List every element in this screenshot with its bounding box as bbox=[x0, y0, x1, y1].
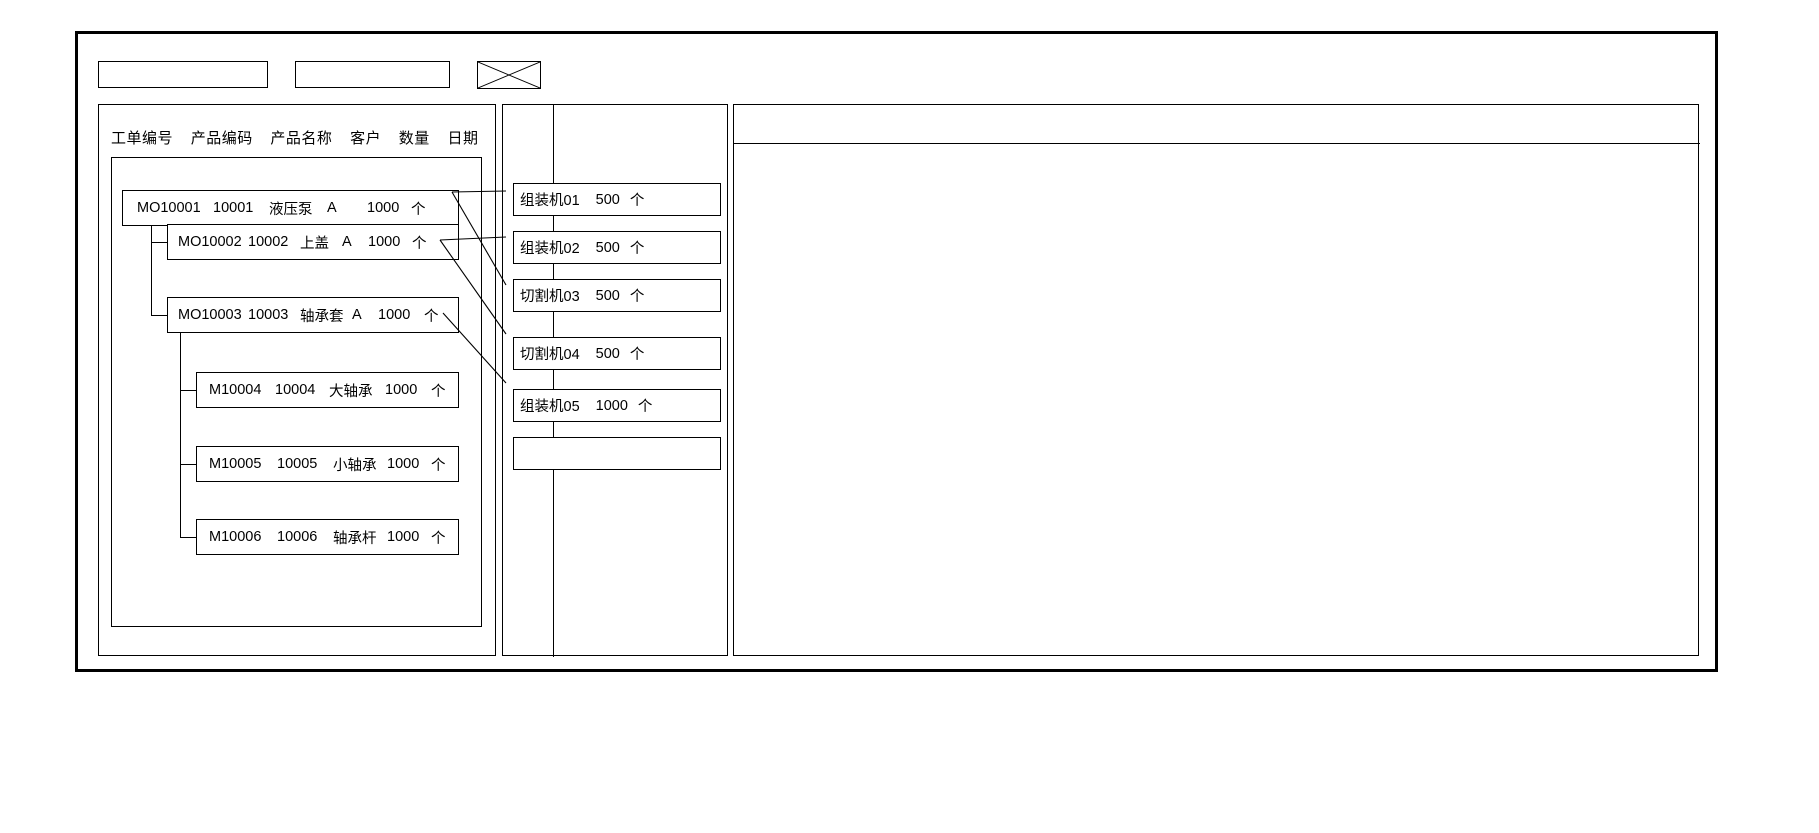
tree-branch-trunk-2 bbox=[180, 333, 181, 538]
machine-unit: 个 bbox=[629, 347, 645, 363]
wo-product-name: 大轴承 bbox=[329, 383, 373, 400]
column-header-order-no: 工单编号 bbox=[111, 130, 174, 147]
wo-qty: 1000 bbox=[378, 307, 411, 323]
wo-order-no: MO10001 bbox=[137, 200, 201, 216]
window-frame: 工单编号 产品编码 产品名称 客户 数量 日期 MO10001 1 bbox=[75, 31, 1718, 672]
wo-unit: 个 bbox=[431, 530, 446, 547]
machine-name: 组装机01 bbox=[520, 193, 580, 209]
machine-name: 组装机05 bbox=[520, 399, 580, 415]
wo-qty: 1000 bbox=[368, 234, 401, 250]
machine-row[interactable]: 切割机03 500 个 bbox=[513, 279, 721, 312]
column-header-date: 日期 bbox=[447, 130, 479, 147]
tree-branch-trunk-1 bbox=[151, 204, 152, 316]
wo-product-name: 上盖 bbox=[300, 235, 329, 252]
wo-order-no: M10006 bbox=[209, 529, 262, 545]
column-header-qty: 数量 bbox=[398, 130, 430, 147]
machine-qty: 500 bbox=[595, 239, 620, 256]
machine-row[interactable]: 组装机02 500 个 bbox=[513, 231, 721, 264]
wo-product-code: 10001 bbox=[213, 200, 254, 216]
work-order-row[interactable]: MO10002 10002 上盖 A 1000 个 bbox=[167, 224, 459, 260]
work-order-row[interactable]: MO10001 10001 液压泵 A 1000 个 bbox=[122, 190, 459, 226]
wo-product-name: 小轴承 bbox=[333, 457, 377, 474]
work-order-column-headers: 工单编号 产品编码 产品名称 客户 数量 日期 bbox=[111, 127, 478, 148]
machine-unit: 个 bbox=[629, 193, 645, 209]
wo-product-code: 10004 bbox=[275, 382, 316, 398]
wo-product-name: 轴承套 bbox=[300, 308, 344, 325]
wo-product-code: 10005 bbox=[277, 456, 318, 472]
wo-unit: 个 bbox=[412, 235, 427, 252]
machine-row-empty[interactable] bbox=[513, 437, 721, 470]
wo-qty: 1000 bbox=[367, 200, 400, 216]
wo-customer: A bbox=[327, 200, 337, 216]
machine-name: 切割机03 bbox=[520, 289, 580, 305]
wo-order-no: M10005 bbox=[209, 456, 262, 472]
wo-qty: 1000 bbox=[385, 382, 418, 398]
crossed-box-icon bbox=[478, 62, 540, 88]
wo-qty: 1000 bbox=[387, 529, 420, 545]
tree-branch-stub-4 bbox=[180, 464, 196, 465]
tree-branch-stub-2 bbox=[151, 315, 167, 316]
wo-product-code: 10002 bbox=[248, 234, 289, 250]
wo-order-no: MO10002 bbox=[178, 234, 242, 250]
machine-qty: 500 bbox=[595, 191, 620, 208]
machine-name: 组装机02 bbox=[520, 241, 580, 257]
machine-row[interactable]: 切割机04 500 个 bbox=[513, 337, 721, 370]
machine-unit: 个 bbox=[637, 399, 653, 415]
machine-panel-divider bbox=[553, 105, 554, 657]
machine-dispatch-panel: 组装机01 500 个 组装机02 500 个 切割机03 500 个 切割机0… bbox=[502, 104, 728, 657]
tree-branch-stub-1 bbox=[151, 242, 167, 243]
machine-qty: 500 bbox=[595, 287, 620, 304]
wo-qty: 1000 bbox=[387, 456, 420, 472]
toolbar bbox=[98, 61, 1698, 91]
wo-unit: 个 bbox=[431, 383, 446, 400]
machine-unit: 个 bbox=[629, 289, 645, 305]
wo-customer: A bbox=[342, 234, 352, 250]
wo-order-no: M10004 bbox=[209, 382, 262, 398]
machine-row[interactable]: 组装机01 500 个 bbox=[513, 183, 721, 216]
image-placeholder-icon[interactable] bbox=[477, 61, 541, 89]
detail-panel-header-rule bbox=[734, 143, 1700, 144]
detail-panel bbox=[733, 104, 1700, 656]
wo-unit: 个 bbox=[431, 457, 446, 474]
wo-customer: A bbox=[352, 307, 362, 323]
column-header-customer: 客户 bbox=[350, 130, 382, 147]
work-order-tree: MO10001 10001 液压泵 A 1000 个 MO10002 10002… bbox=[111, 157, 482, 627]
machine-qty: 500 bbox=[595, 345, 620, 362]
wo-product-name: 液压泵 bbox=[269, 201, 313, 218]
wo-unit: 个 bbox=[411, 201, 426, 218]
machine-qty: 1000 bbox=[595, 397, 628, 414]
column-header-product-name: 产品名称 bbox=[270, 130, 333, 147]
machine-unit: 个 bbox=[629, 241, 645, 257]
wo-product-code: 10006 bbox=[277, 529, 318, 545]
work-order-row[interactable]: M10006 10006 轴承杆 1000 个 bbox=[196, 519, 459, 555]
work-order-row[interactable]: M10004 10004 大轴承 1000 个 bbox=[196, 372, 459, 408]
tree-branch-stub-3 bbox=[180, 390, 196, 391]
wo-order-no: MO10003 bbox=[178, 307, 242, 323]
work-order-panel: 工单编号 产品编码 产品名称 客户 数量 日期 MO10001 1 bbox=[98, 104, 496, 656]
work-order-row[interactable]: MO10003 10003 轴承套 A 1000 个 bbox=[167, 297, 459, 333]
tree-branch-stub-5 bbox=[180, 537, 196, 538]
toolbar-input-1[interactable] bbox=[98, 61, 268, 88]
wo-product-name: 轴承杆 bbox=[333, 530, 377, 547]
toolbar-input-2[interactable] bbox=[295, 61, 450, 88]
wo-product-code: 10003 bbox=[248, 307, 289, 323]
machine-row[interactable]: 组装机05 1000 个 bbox=[513, 389, 721, 422]
wo-unit: 个 bbox=[424, 308, 439, 325]
work-order-row[interactable]: M10005 10005 小轴承 1000 个 bbox=[196, 446, 459, 482]
machine-name: 切割机04 bbox=[520, 347, 580, 363]
column-header-product-code: 产品编码 bbox=[190, 130, 253, 147]
